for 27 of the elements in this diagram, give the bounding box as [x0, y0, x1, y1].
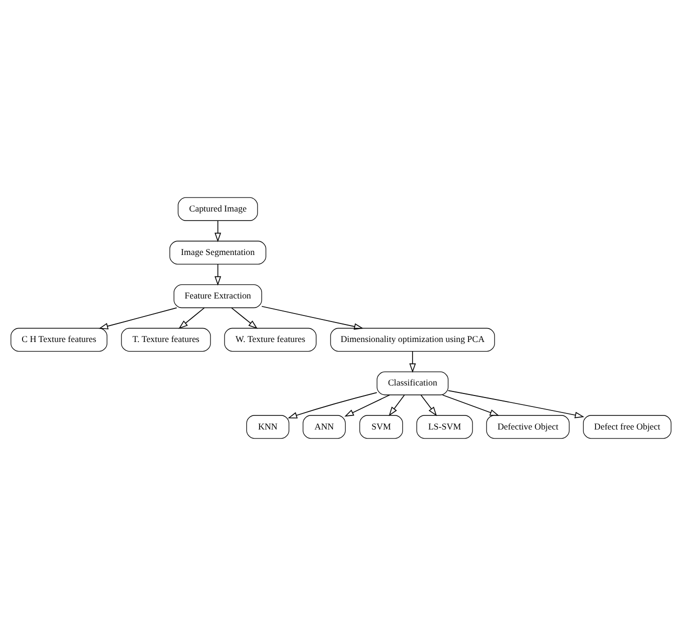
arrow [420, 394, 437, 416]
arrow [388, 394, 405, 416]
node-box: ANN [302, 415, 346, 439]
arrow [214, 220, 222, 242]
arrow [344, 394, 390, 417]
node-box: Defect free Object [583, 415, 672, 439]
node-box: Defective Object [486, 415, 570, 439]
node-box: Classification [376, 372, 448, 396]
node-box: T. Texture features [121, 328, 211, 352]
node-box: Captured Image [178, 197, 258, 221]
arrow [448, 390, 584, 418]
node-box: W. Texture features [224, 328, 316, 352]
arrow [261, 306, 364, 330]
arrow [214, 264, 222, 286]
node-box: SVM [359, 415, 403, 439]
arrow [409, 351, 416, 373]
node-box: Feature Extraction [174, 284, 262, 308]
arrow [442, 394, 500, 416]
node-box: Image Segmentation [169, 240, 266, 264]
arrow [231, 308, 258, 329]
arrow [288, 392, 378, 418]
node-box: KNN [246, 415, 290, 439]
arrow [178, 308, 205, 329]
node-box: Dimensionality optimization using PCA [330, 328, 495, 352]
node-box: LS-SVM [416, 415, 473, 439]
node-box: C H Texture features [10, 328, 108, 352]
arrow [98, 307, 178, 330]
